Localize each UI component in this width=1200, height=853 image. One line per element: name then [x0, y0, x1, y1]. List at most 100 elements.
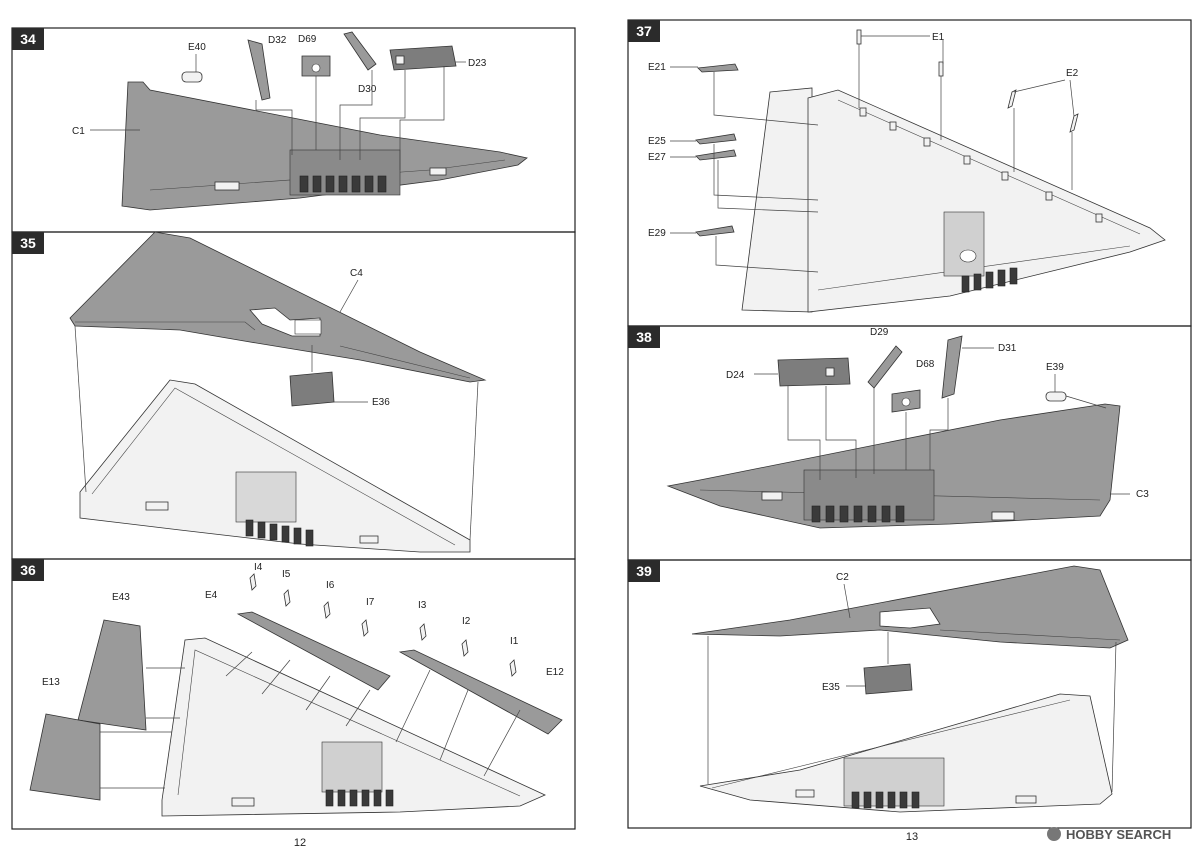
- part-d31: [941, 335, 963, 399]
- label-e12: E12: [546, 667, 564, 678]
- label-d23: D23: [468, 58, 487, 69]
- wing-fairing-2: [429, 167, 447, 176]
- label-e21: E21: [648, 62, 666, 73]
- step-36-frame: [11, 558, 576, 830]
- hinge-bumps-37: [859, 107, 1103, 223]
- part-e36: [289, 371, 335, 407]
- well-ribs-39: [851, 791, 920, 809]
- label-e13: E13: [42, 677, 60, 688]
- part-e2-a: [1007, 89, 1017, 109]
- wing-edge-c2: [939, 629, 1121, 641]
- part-d24-detail: [825, 367, 835, 377]
- gear-bay-35: [235, 471, 297, 523]
- step-39-badge: [628, 560, 660, 582]
- label-i5: I5: [282, 569, 291, 580]
- label-c2: C2: [836, 572, 849, 583]
- step-38-panel: 38 C3 D24 D29 D68 D31 E39: [627, 325, 1192, 561]
- wing-lower-inner-35: [91, 387, 456, 546]
- page-number-right: 13: [906, 831, 918, 843]
- label-e27: E27: [648, 152, 666, 163]
- fairing-c3: [761, 491, 783, 501]
- part-i1: [509, 659, 517, 677]
- fairing-39: [795, 789, 815, 798]
- wing-frame-inner-36: [177, 649, 521, 797]
- part-d69-hole: [311, 63, 321, 73]
- part-e12: [398, 649, 563, 735]
- part-i2: [461, 639, 469, 657]
- wing-edge-c4: [75, 321, 256, 331]
- step-35-leaders: [74, 279, 479, 541]
- wing-part-c4: [69, 231, 487, 383]
- label-e39: E39: [1046, 362, 1064, 373]
- label-e29: E29: [648, 228, 666, 239]
- part-d29: [867, 345, 903, 389]
- label-e1: E1: [932, 32, 945, 43]
- part-e25: [695, 133, 737, 145]
- label-i7: I7: [366, 597, 375, 608]
- part-d23: [389, 45, 457, 71]
- step-35-badge: [12, 232, 44, 254]
- step-36-leaders: [100, 651, 521, 789]
- part-d24: [777, 357, 851, 387]
- part-i3: [419, 623, 427, 641]
- label-d30: D30: [358, 84, 377, 95]
- watermark-logo-icon: [1047, 827, 1061, 841]
- fairing-39-2: [1015, 795, 1037, 804]
- gear-bay-36: [321, 741, 383, 793]
- part-d32: [247, 39, 271, 101]
- well-ribs-37: [961, 267, 1018, 293]
- label-i1: I1: [510, 636, 519, 647]
- gear-bay-37-hole: [959, 249, 977, 263]
- wing-cutout-c4-inner: [294, 319, 322, 335]
- step-39-leaders: [707, 583, 1117, 793]
- label-c3: C3: [1136, 489, 1149, 500]
- fairing-36: [231, 797, 255, 807]
- part-i5: [283, 589, 291, 607]
- part-e40: [181, 71, 203, 83]
- step-34-badge: [12, 28, 44, 50]
- watermark-text: HOBBY SEARCH: [1066, 827, 1171, 842]
- step-36-number: 36: [20, 562, 36, 578]
- label-d24: D24: [726, 370, 745, 381]
- step-34-number: 34: [20, 31, 36, 47]
- label-d68: D68: [916, 359, 935, 370]
- step-39-frame: [627, 559, 1192, 829]
- wing-frame-36: [161, 637, 546, 817]
- part-i4: [249, 573, 257, 591]
- label-d29: D29: [870, 327, 889, 338]
- label-i4: I4: [254, 562, 263, 573]
- label-d31: D31: [998, 343, 1017, 354]
- step-37-leaders: [670, 35, 1075, 273]
- label-e25: E25: [648, 136, 666, 147]
- step-35-number: 35: [20, 235, 36, 251]
- label-e40: E40: [188, 42, 206, 53]
- label-i2: I2: [462, 616, 471, 627]
- step-34-panel: 34 E40 D32 D69 D30 D23 C1: [11, 27, 576, 233]
- well-ribs-36: [325, 789, 394, 807]
- step-38-number: 38: [636, 329, 652, 345]
- label-e43: E43: [112, 592, 130, 603]
- part-e39: [1045, 391, 1067, 402]
- wing-edge-c4-2: [339, 345, 471, 379]
- part-e4: [236, 611, 391, 691]
- part-d30: [343, 31, 377, 71]
- wing-lower-frame-39: [699, 693, 1113, 813]
- wing-root-37: [741, 87, 813, 313]
- step-36-badge: [12, 559, 44, 581]
- wing-part-c1: [121, 81, 528, 211]
- part-e1-a: [856, 29, 862, 45]
- step-34-leaders: [90, 54, 466, 170]
- page-number-left: 12: [294, 837, 306, 849]
- fairing-35-2: [359, 535, 379, 544]
- part-e21: [697, 63, 739, 73]
- part-i7: [361, 619, 369, 637]
- gear-bay-37: [943, 211, 985, 277]
- step-38-leaders: [754, 347, 1130, 495]
- well-ribs-c1: [299, 175, 387, 193]
- fairing-c3-2: [991, 511, 1015, 521]
- step-37-badge: [628, 20, 660, 42]
- part-e29: [695, 225, 735, 237]
- step-39-panel: 39 C2 E35: [627, 559, 1192, 829]
- label-d69: D69: [298, 34, 317, 45]
- part-e1-b: [938, 61, 944, 77]
